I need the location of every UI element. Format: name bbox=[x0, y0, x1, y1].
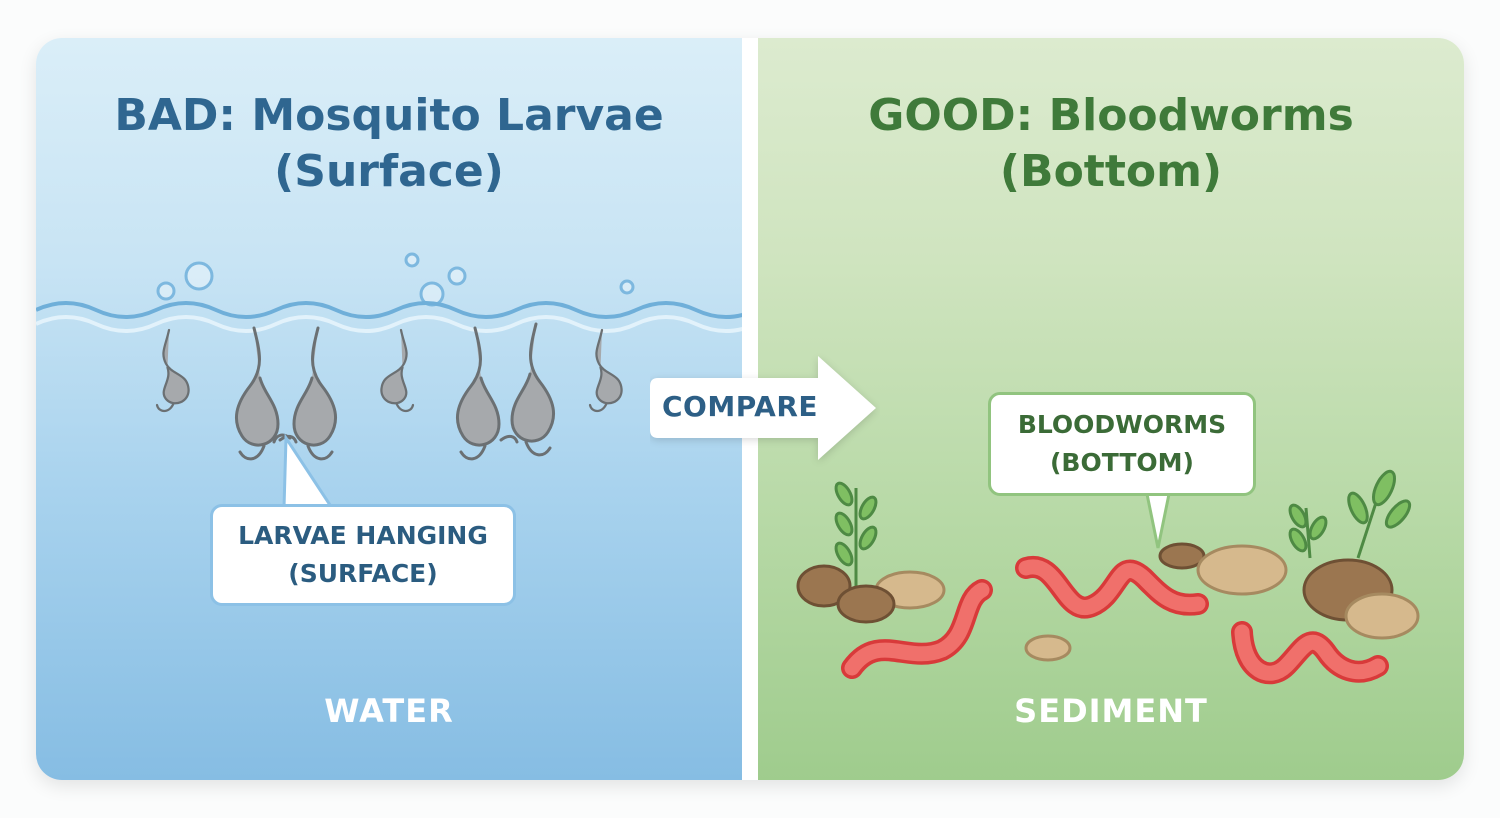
larvae-callout: LARVAE HANGING (SURFACE) bbox=[210, 504, 516, 606]
bloodworms-callout: BLOODWORMS (BOTTOM) bbox=[988, 392, 1256, 496]
callout-line-2: (BOTTOM) bbox=[1050, 448, 1194, 477]
comparison-card: BAD: Mosquito Larvae (Surface) bbox=[36, 38, 1464, 780]
compare-label: COMPARE bbox=[661, 390, 819, 423]
sediment-label: SEDIMENT bbox=[1014, 692, 1208, 730]
callout-line-1: LARVAE HANGING bbox=[238, 521, 488, 550]
sediment-panel-title: GOOD: Bloodworms (Bottom) bbox=[758, 88, 1464, 200]
water-panel: BAD: Mosquito Larvae (Surface) bbox=[36, 38, 742, 780]
arrow-right-icon bbox=[650, 356, 876, 460]
water-scene bbox=[36, 252, 742, 510]
mosquito-larva-icon bbox=[155, 322, 623, 461]
title-line-1: BAD: Mosquito Larvae bbox=[114, 90, 664, 141]
water-label: WATER bbox=[324, 692, 454, 730]
rock-icon bbox=[796, 542, 1420, 662]
water-panel-title: BAD: Mosquito Larvae (Surface) bbox=[36, 88, 742, 200]
bloodworm-icon bbox=[841, 555, 1389, 685]
title-line-1: GOOD: Bloodworms bbox=[868, 90, 1354, 141]
callout-line-1: BLOODWORMS bbox=[1017, 410, 1227, 439]
sediment-panel: GOOD: Bloodworms (Bottom) bbox=[758, 38, 1464, 780]
title-line-2: (Bottom) bbox=[999, 146, 1223, 197]
title-line-2: (Surface) bbox=[274, 146, 504, 197]
plant-icon bbox=[834, 469, 1412, 586]
callout-line-2: (SURFACE) bbox=[288, 559, 438, 588]
water-surface-line bbox=[36, 301, 742, 319]
bubble-icon bbox=[156, 252, 635, 307]
sediment-scene bbox=[796, 448, 1420, 685]
